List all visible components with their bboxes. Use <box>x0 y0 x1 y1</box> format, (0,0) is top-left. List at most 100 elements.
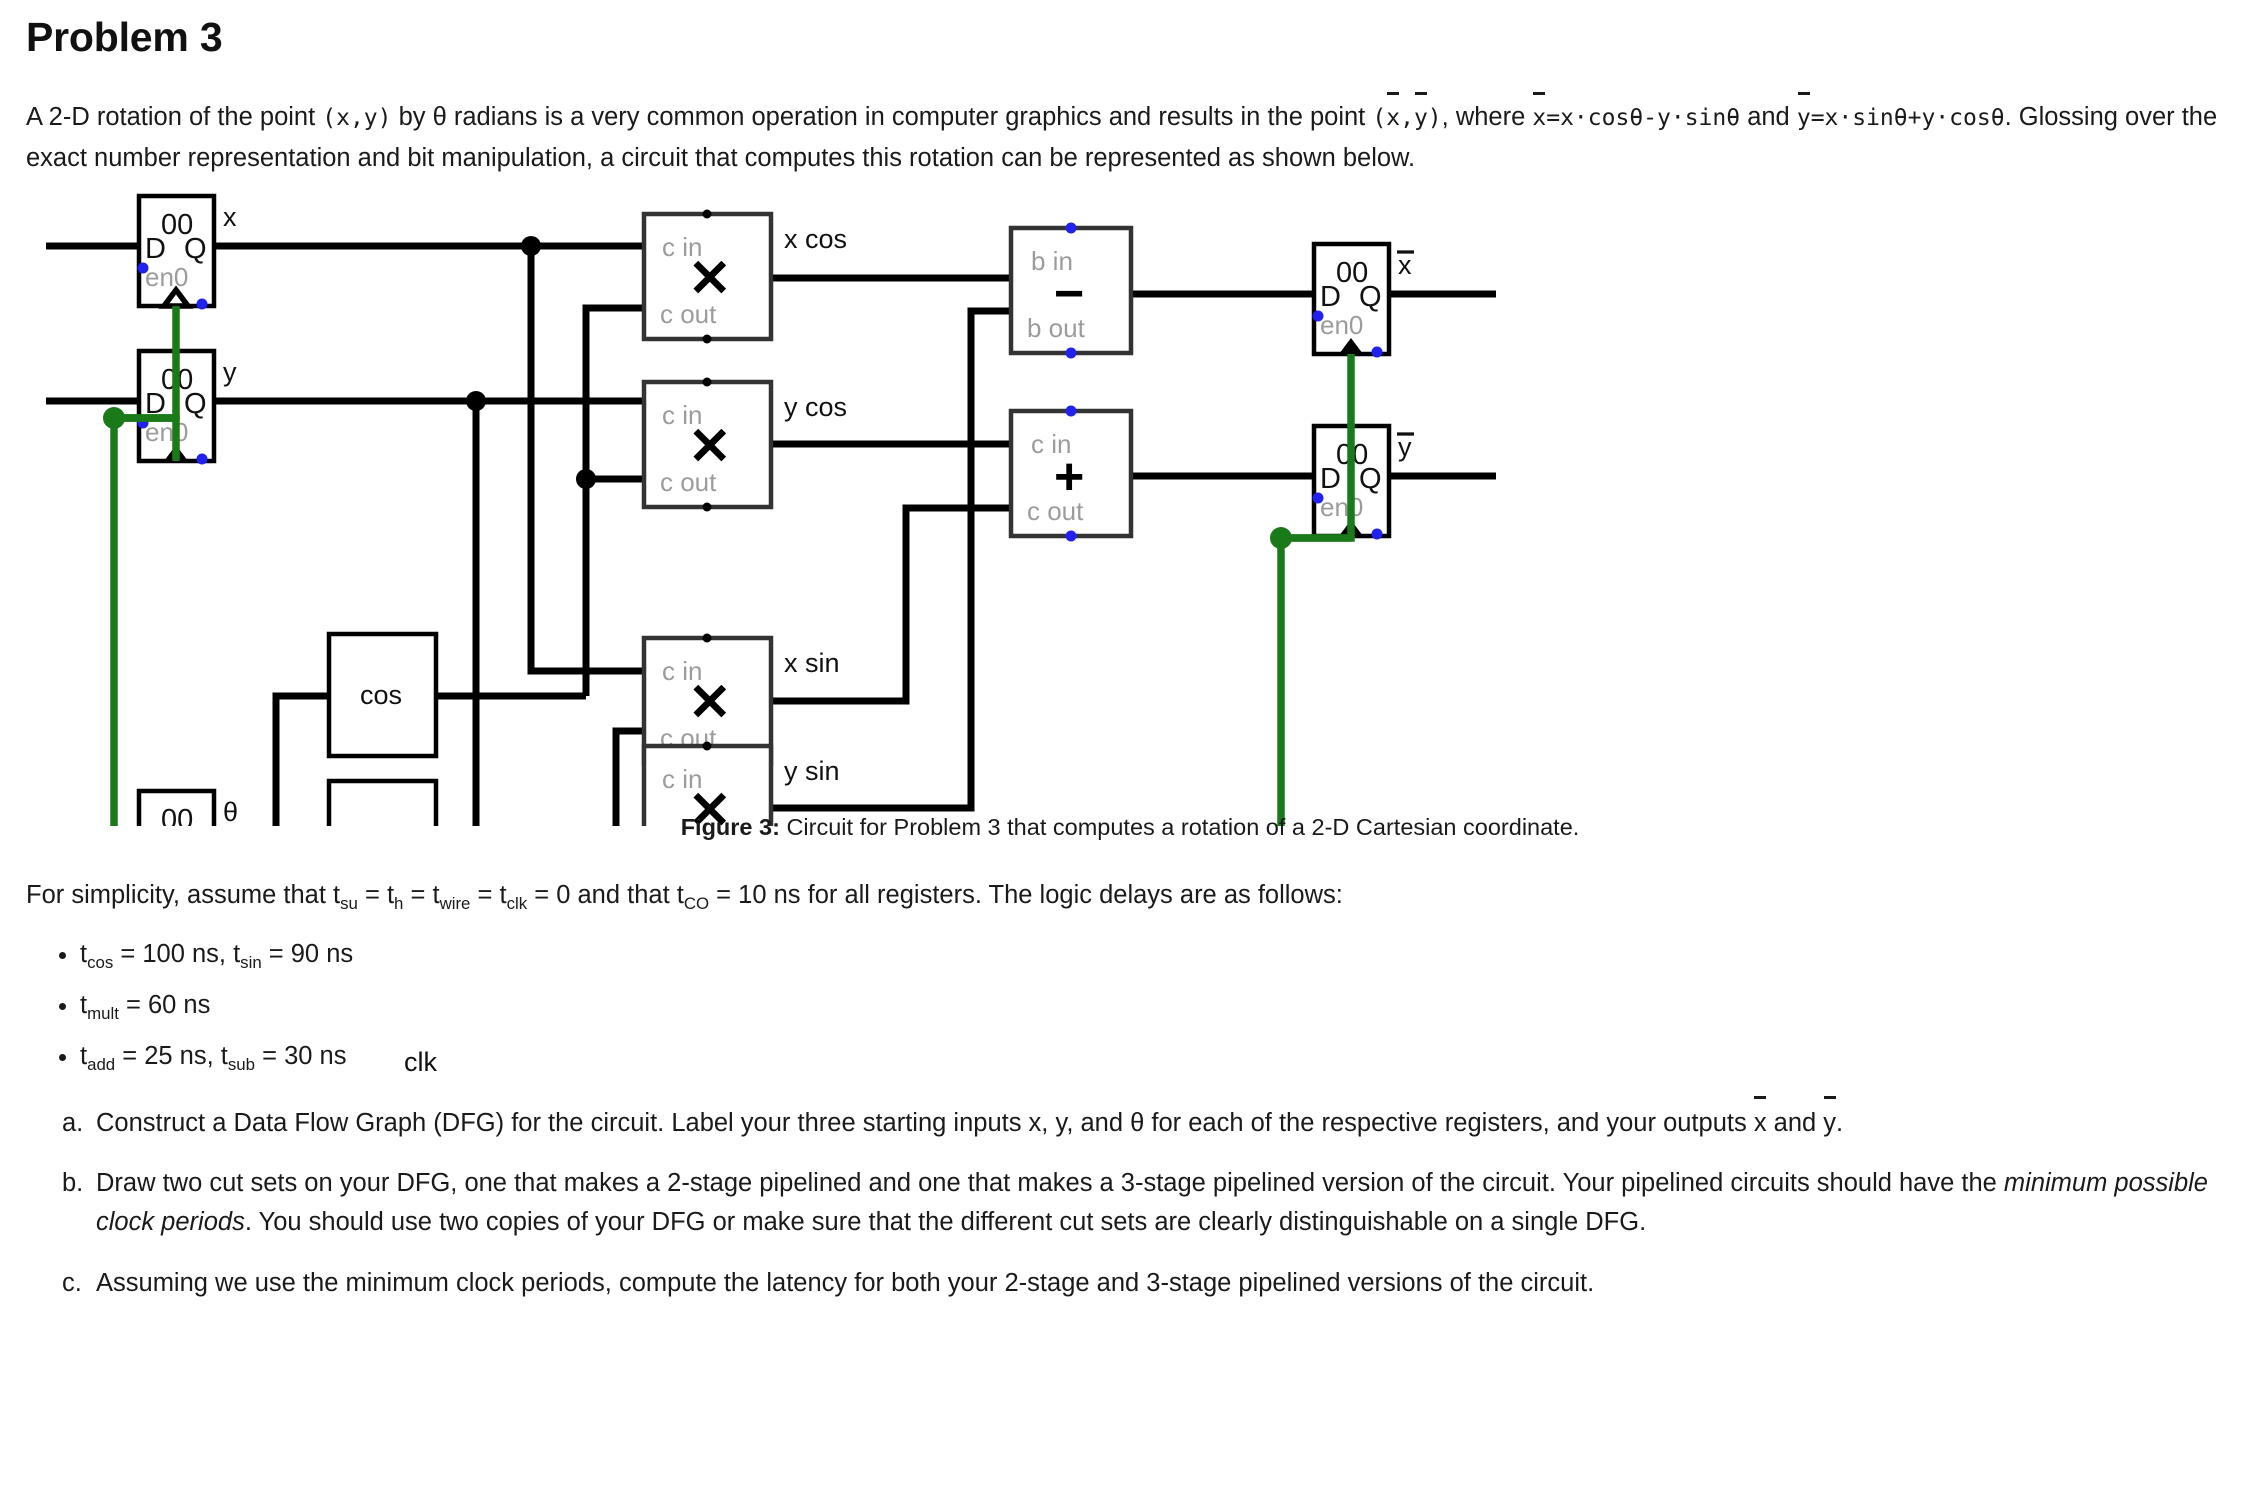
svg-text:θ: θ <box>223 797 238 826</box>
svg-text:D: D <box>145 388 166 420</box>
svg-text:Q: Q <box>1359 281 1382 313</box>
svg-text:x: x <box>223 202 237 232</box>
sin-block: sin <box>326 778 439 826</box>
question-item-c: c.Assuming we use the minimum clock peri… <box>62 1264 2234 1303</box>
problem-page: Problem 3 A 2-D rotation of the point (x… <box>0 14 2260 1488</box>
sub-clk: clk <box>506 893 528 913</box>
delay-sym: t <box>80 939 88 968</box>
svg-text:b in: b in <box>1031 246 1073 276</box>
delay-sym: t <box>213 1041 228 1070</box>
intro-seg1: A 2-D rotation of the point <box>26 103 323 131</box>
intro-ybar: y <box>1414 92 1428 137</box>
page-title: Problem 3 <box>26 14 223 60</box>
delay-sym: t <box>80 1041 88 1070</box>
question-marker: a. <box>62 1108 84 1137</box>
question-text: . You should use two copies of your DFG … <box>244 1208 1647 1237</box>
question-output-ybar: y <box>1823 1096 1836 1143</box>
svg-text:b out: b out <box>1027 313 1086 343</box>
mult-xcos: c in c out ✕ x cos <box>641 209 847 344</box>
delay-val: = 100 ns, <box>113 939 226 968</box>
delay-val: = 25 ns, <box>115 1041 214 1070</box>
delay-sub: cos <box>87 953 114 973</box>
delay-sym: t <box>80 990 88 1019</box>
register-y: 00 D Q en0 y <box>136 348 237 465</box>
question-item-b: b. Draw two cut sets on your DFG, one tha… <box>62 1164 2234 1242</box>
svg-text:D: D <box>1320 281 1341 313</box>
delay-sub: sub <box>227 1054 256 1074</box>
svg-text:en0: en0 <box>1320 492 1363 522</box>
question-text: and <box>1766 1108 1824 1137</box>
sub-wire: wire <box>439 893 471 913</box>
svg-text:en0: en0 <box>1320 310 1363 340</box>
assume-m1: = t <box>357 880 395 909</box>
svg-text:00: 00 <box>161 209 193 241</box>
eq1-lhs-xbar: x <box>1532 92 1546 137</box>
svg-text:D: D <box>145 233 166 265</box>
svg-text:y: y <box>1398 432 1412 462</box>
svg-text:c in: c in <box>662 656 702 686</box>
svg-text:c out: c out <box>660 467 717 497</box>
register-ybar: 00 D Q en0 y <box>1311 423 1414 540</box>
question-emphasis: minimum possible clock periods <box>96 1169 2208 1237</box>
svg-text:y sin: y sin <box>784 756 840 786</box>
question-text: Draw two cut sets on your DFG, one that … <box>96 1169 2004 1198</box>
register-x: 00 D Q en0 x <box>136 193 237 310</box>
svg-text:en0: en0 <box>145 262 188 292</box>
question-text: . <box>1836 1108 1844 1137</box>
figure-3: .wire { stroke:#000; stroke-width:7; fil… <box>26 186 2234 1077</box>
mult-ysin: c in c out ✕ y sin <box>641 741 840 826</box>
intro-seg3: , where <box>1441 103 1533 131</box>
caption-text: Circuit for Problem 3 that computes a ro… <box>779 813 1580 840</box>
intro-seg4: and <box>1740 103 1797 131</box>
eq2-rhs: =x·sinθ+y·cosθ <box>1810 105 2005 131</box>
question-marker: b. <box>62 1169 84 1198</box>
register-xbar: 00 D Q en0 x <box>1311 241 1414 358</box>
circuit-diagram: .wire { stroke:#000; stroke-width:7; fil… <box>46 193 1496 826</box>
assume-m4: = 0 and that t <box>527 880 684 909</box>
svg-text:+: + <box>1054 448 1084 506</box>
svg-text:D: D <box>1320 463 1341 495</box>
svg-text:Q: Q <box>1359 463 1382 495</box>
clock-label: clk <box>404 1046 437 1077</box>
mult-ycos: c in c out ✕ y cos <box>641 377 847 512</box>
intro-seg2: by θ radians is a very common operation … <box>391 103 1373 131</box>
svg-text:c out: c out <box>1027 496 1084 526</box>
assume-prefix: For simplicity, assume that t <box>26 880 341 909</box>
assume-m3: = t <box>470 880 507 909</box>
eq1-rhs: =x·cosθ-y·sinθ <box>1546 105 1741 131</box>
svg-text:✕: ✕ <box>688 674 732 732</box>
svg-text:✕: ✕ <box>688 418 732 476</box>
svg-text:00: 00 <box>161 804 193 826</box>
svg-text:Q: Q <box>184 388 207 420</box>
assumptions-paragraph: For simplicity, assume that tsu = th = t… <box>26 876 2234 916</box>
intro-comma: , <box>1400 105 1414 131</box>
svg-text:c in: c in <box>662 232 702 262</box>
svg-text:cos: cos <box>360 680 402 710</box>
register-theta: 00 D Q en0 θ <box>136 788 238 826</box>
svg-text:x cos: x cos <box>784 224 847 254</box>
figure-caption: Figure 3: Circuit for Problem 3 that com… <box>26 814 2234 841</box>
svg-text:en0: en0 <box>145 417 188 447</box>
sub-h: h <box>394 893 404 913</box>
intro-seg5: . Glossing over the exact number represe… <box>26 103 2218 173</box>
question-list: a. Construct a Data Flow Graph (DFG) for … <box>26 1096 2234 1303</box>
clock-net <box>103 305 1355 826</box>
svg-text:Q: Q <box>184 233 207 265</box>
subtractor-block: b in b out − <box>1008 222 1134 359</box>
question-text: Assuming we use the minimum clock period… <box>96 1268 1595 1297</box>
svg-text:−: − <box>1054 265 1084 323</box>
svg-text:y cos: y cos <box>784 392 847 422</box>
cos-block: cos <box>326 631 439 758</box>
svg-text:x sin: x sin <box>784 648 840 678</box>
question-output-xbar: x <box>1754 1096 1767 1143</box>
list-item: tmult = 60 ns <box>80 990 2234 1023</box>
svg-text:00: 00 <box>1336 257 1368 289</box>
list-item: tcos = 100 ns, tsin = 90 ns <box>80 939 2234 973</box>
question-text: Construct a Data Flow Graph (DFG) for th… <box>96 1108 1754 1137</box>
svg-text:c in: c in <box>662 764 702 794</box>
intro-code-xy: (x,y) <box>322 105 392 131</box>
svg-text:✕: ✕ <box>688 782 732 826</box>
delay-val: = 90 ns <box>261 939 354 968</box>
delay-sub: sin <box>240 953 262 973</box>
eq2-lhs-ybar: y <box>1797 92 1811 137</box>
